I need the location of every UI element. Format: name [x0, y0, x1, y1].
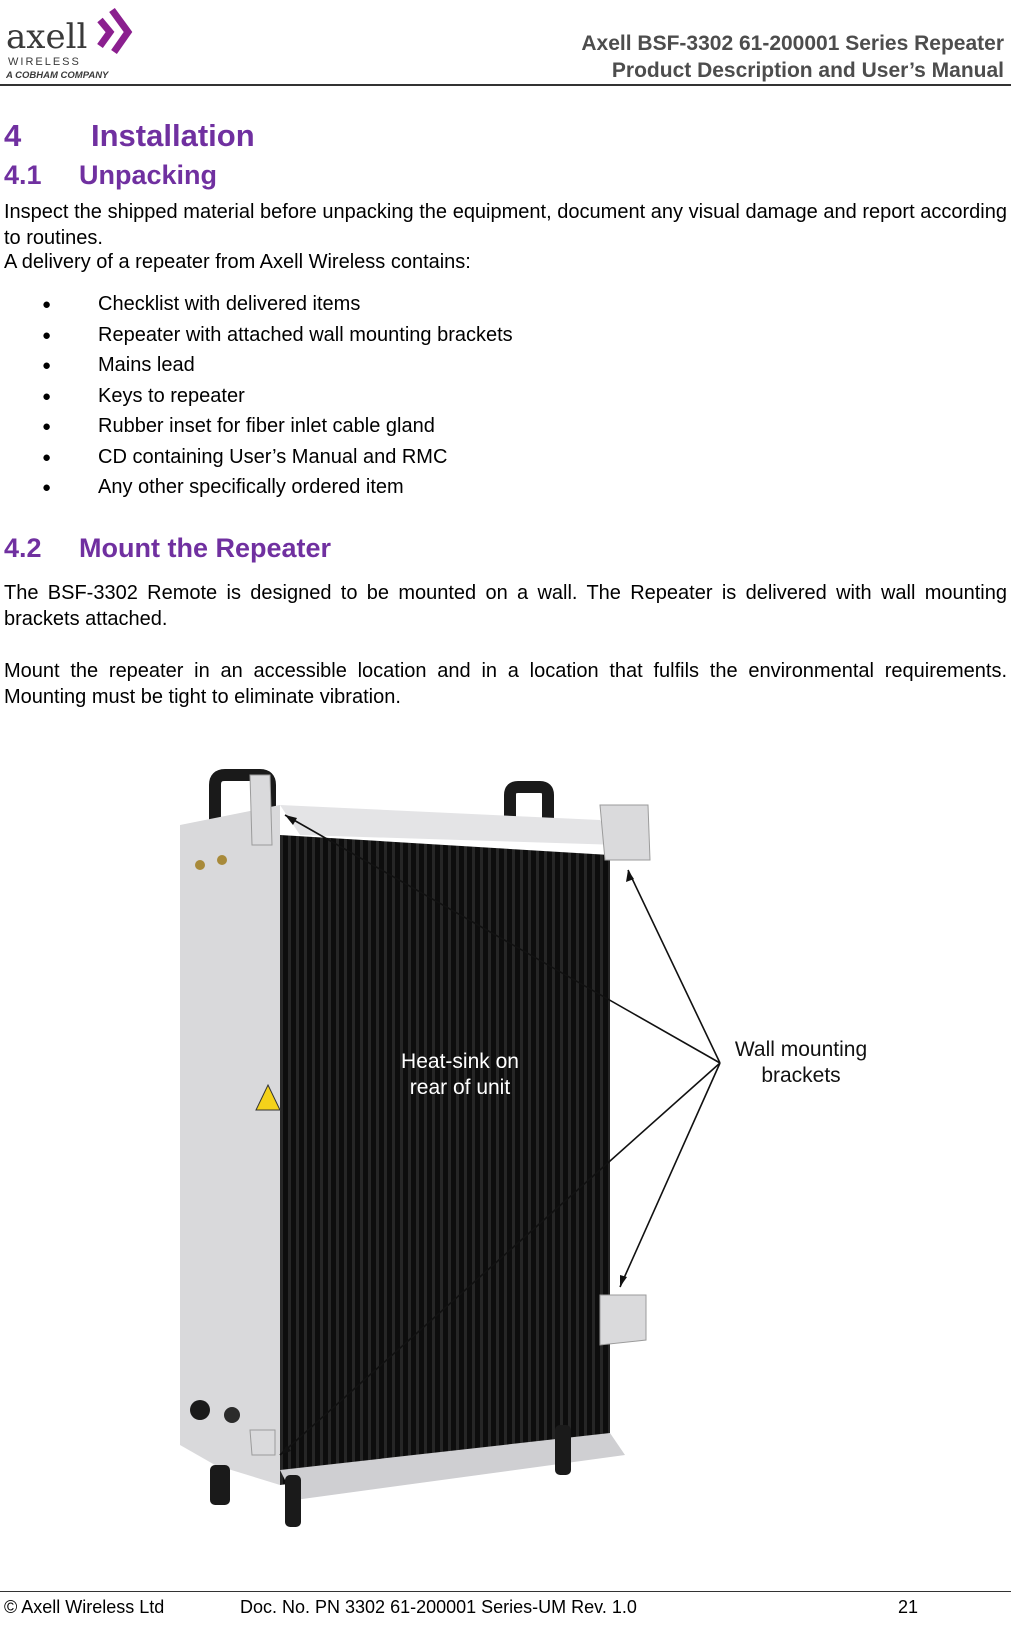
header-divider — [0, 84, 1011, 86]
bullet-icon: ● — [42, 387, 52, 405]
repeater-photo: Heat-sink on rear of unit Wall mounting … — [180, 769, 867, 1527]
bracket-label-line1: Wall mounting — [735, 1038, 867, 1061]
header-title-line2: Product Description and User’s Manual — [611, 59, 1004, 82]
bullet-icon: ● — [42, 296, 52, 313]
section-title: Installation — [91, 118, 255, 153]
subsection-title: Mount the Repeater — [79, 533, 332, 563]
footer-document-number: Doc. No. PN 3302 61-200001 Series-UM Rev… — [240, 1597, 637, 1617]
bullet-icon: ● — [42, 357, 52, 374]
heat-sink-label-line2: rear of unit — [410, 1076, 511, 1099]
subsection-heading-mount-repeater: 4.2 Mount the Repeater — [4, 533, 331, 564]
section-number: 4 — [4, 118, 22, 153]
subsection-number: 4.2 — [4, 533, 42, 563]
svg-text:WIRELESS: WIRELESS — [8, 56, 81, 68]
cable-gland — [190, 1400, 210, 1420]
foot — [285, 1475, 301, 1527]
svg-text:A COBHAM COMPANY: A COBHAM COMPANY — [6, 70, 110, 81]
top-plate — [280, 805, 620, 845]
unpacking-intro-paragraph: Inspect the shipped material before unpa… — [4, 201, 1007, 249]
bullet-icon: ● — [42, 448, 52, 466]
heat-sink — [280, 835, 610, 1485]
side-panel — [180, 805, 280, 1485]
footer-divider — [0, 1591, 1011, 1592]
document-header-title: Axell BSF-3302 61-200001 Series Repeater… — [581, 30, 1004, 84]
section-heading-installation: 4 Installation — [4, 118, 255, 154]
svg-text:axell: axell — [6, 17, 87, 57]
foot — [210, 1465, 230, 1505]
footer-copyright: © Axell Wireless Ltd — [4, 1597, 165, 1617]
subsection-number: 4.1 — [4, 160, 42, 190]
arrowheads — [280, 815, 634, 1455]
foot — [555, 1425, 571, 1475]
connector — [195, 860, 205, 870]
axell-wireless-logo: axell WIRELESS A COBHAM COMPANY — [6, 7, 133, 81]
mount-paragraph-1: The BSF-3302 Remote is designed to be mo… — [4, 582, 1007, 630]
subsection-heading-unpacking: 4.1 Unpacking — [4, 160, 217, 191]
cable-gland — [224, 1407, 240, 1423]
carry-handle-right — [504, 781, 554, 825]
mount-paragraph-2: Mount the repeater in an accessible loca… — [4, 660, 1007, 708]
bracket-label-line2: brackets — [761, 1064, 840, 1087]
header-title-line1: Axell BSF-3302 61-200001 Series Repeater — [581, 32, 1004, 55]
delivery-contents-intro: A delivery of a repeater from Axell Wire… — [4, 251, 471, 273]
footer-page-number: 21 — [898, 1597, 919, 1617]
bullet-icon: ● — [42, 418, 52, 435]
heat-sink-label-line1: Heat-sink on — [401, 1050, 519, 1073]
wall-bracket — [249, 774, 651, 1456]
bullet-icon: ● — [42, 479, 52, 496]
subsection-title: Unpacking — [79, 160, 218, 190]
bullet-icon: ● — [42, 326, 52, 344]
connector — [217, 855, 227, 865]
warning-label — [255, 1083, 281, 1111]
callout-arrows — [279, 814, 721, 1456]
